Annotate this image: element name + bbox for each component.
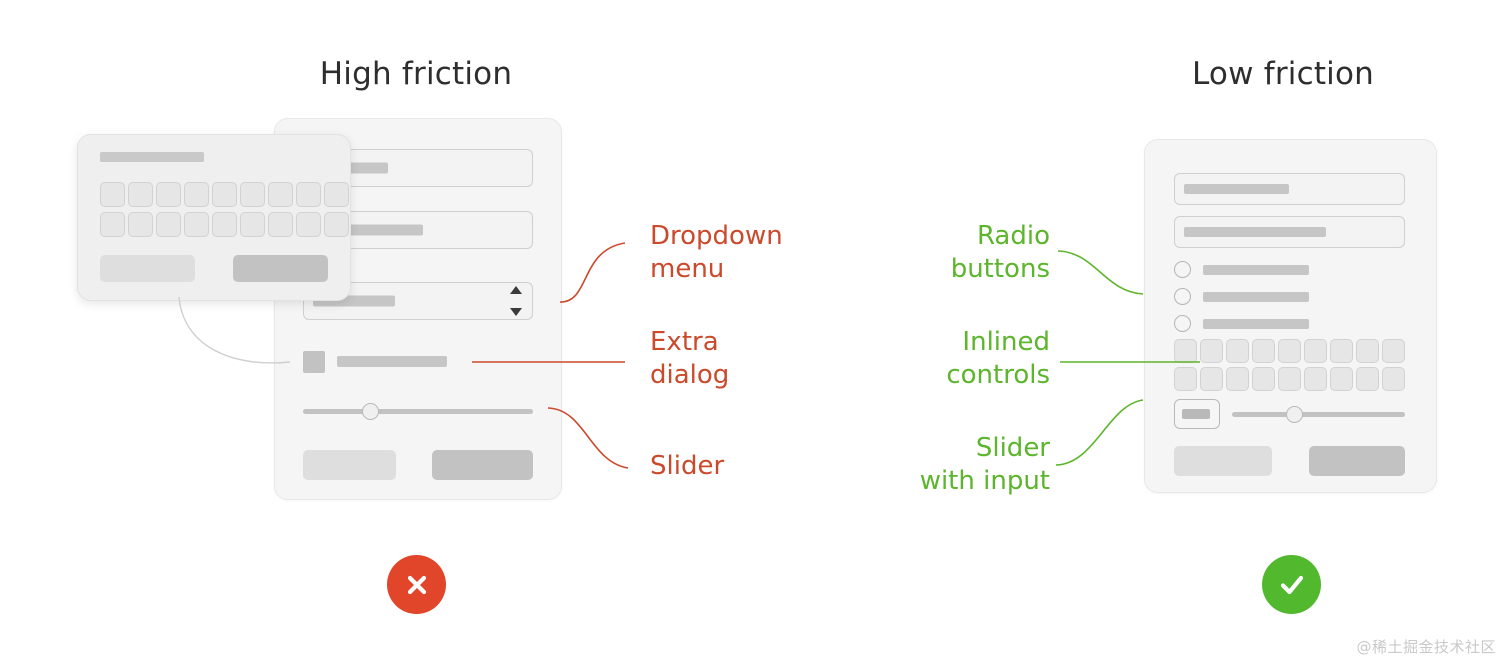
key-cell[interactable] xyxy=(296,212,321,237)
key-cell[interactable] xyxy=(1330,367,1353,391)
key-cell[interactable] xyxy=(1200,367,1223,391)
annotation-dropdown-menu: Dropdown menu xyxy=(650,221,783,284)
input-value-placeholder xyxy=(313,224,423,236)
key-cell[interactable] xyxy=(1382,367,1405,391)
slider-number-value xyxy=(1182,409,1210,419)
key-cell[interactable] xyxy=(1330,339,1353,363)
radio-label-2 xyxy=(1203,292,1309,302)
low-friction-mock-card xyxy=(1144,139,1437,493)
key-cell[interactable] xyxy=(1304,367,1327,391)
key-cell[interactable] xyxy=(1356,367,1379,391)
key-cell[interactable] xyxy=(212,212,237,237)
key-grid-row-2[interactable] xyxy=(100,212,349,237)
key-cell[interactable] xyxy=(1174,367,1197,391)
key-cell[interactable] xyxy=(268,212,293,237)
cross-icon xyxy=(407,575,426,594)
key-cell[interactable] xyxy=(1252,339,1275,363)
primary-button[interactable] xyxy=(432,450,533,480)
radio-label-1 xyxy=(1203,265,1309,275)
key-cell[interactable] xyxy=(324,212,349,237)
key-cell[interactable] xyxy=(324,182,349,207)
primary-button[interactable] xyxy=(1309,446,1405,476)
key-cell[interactable] xyxy=(1382,339,1405,363)
slider-knob[interactable] xyxy=(1286,406,1303,423)
verdict-badge-negative xyxy=(387,555,446,614)
radio-label-3 xyxy=(1203,319,1309,329)
key-cell[interactable] xyxy=(1226,339,1249,363)
key-cell[interactable] xyxy=(1174,339,1197,363)
key-cell[interactable] xyxy=(240,182,265,207)
key-cell[interactable] xyxy=(296,182,321,207)
key-cell[interactable] xyxy=(1356,339,1379,363)
check-icon xyxy=(1280,575,1303,594)
key-cell[interactable] xyxy=(1278,339,1301,363)
radio-button-3[interactable] xyxy=(1174,315,1191,332)
key-cell[interactable] xyxy=(1252,367,1275,391)
slider-track[interactable] xyxy=(303,409,533,414)
text-input-field-2[interactable] xyxy=(1174,216,1405,248)
annotation-slider: Slider xyxy=(650,451,725,481)
key-cell[interactable] xyxy=(1304,339,1327,363)
input-value-placeholder xyxy=(1184,227,1326,237)
checkbox-label xyxy=(337,356,447,367)
key-cell[interactable] xyxy=(184,212,209,237)
chevron-up-icon[interactable] xyxy=(509,286,522,294)
key-cell[interactable] xyxy=(1200,339,1223,363)
annotation-extra-dialog: Extra dialog xyxy=(650,327,730,390)
key-grid-row-1[interactable] xyxy=(100,182,349,207)
input-value-placeholder xyxy=(1184,184,1289,194)
key-cell[interactable] xyxy=(268,182,293,207)
key-cell[interactable] xyxy=(156,182,181,207)
dialog-title-bar xyxy=(100,152,204,162)
key-cell[interactable] xyxy=(128,182,153,207)
slider-number-input[interactable] xyxy=(1174,399,1220,429)
key-cell[interactable] xyxy=(100,212,125,237)
verdict-badge-positive xyxy=(1262,555,1321,614)
key-cell[interactable] xyxy=(184,182,209,207)
page-title-high-friction: High friction xyxy=(319,56,513,92)
slider-track[interactable] xyxy=(1232,412,1405,417)
radio-button-2[interactable] xyxy=(1174,288,1191,305)
key-cell[interactable] xyxy=(240,212,265,237)
key-cell[interactable] xyxy=(212,182,237,207)
key-cell[interactable] xyxy=(100,182,125,207)
checkbox-toggle[interactable] xyxy=(303,351,325,373)
extra-modal-dialog[interactable] xyxy=(77,134,351,301)
dialog-primary-button[interactable] xyxy=(233,255,328,282)
key-cell[interactable] xyxy=(1226,367,1249,391)
annotation-slider-with-input: Slider with input xyxy=(919,433,1050,496)
page-title-low-friction: Low friction xyxy=(1192,56,1374,92)
text-input-field-1[interactable] xyxy=(1174,173,1405,205)
key-cell[interactable] xyxy=(128,212,153,237)
key-cell[interactable] xyxy=(1278,367,1301,391)
spinner-arrows-icon[interactable] xyxy=(509,286,522,316)
slider-knob[interactable] xyxy=(362,403,379,420)
annotation-radio-buttons: Radio buttons xyxy=(950,221,1050,284)
secondary-button[interactable] xyxy=(1174,446,1272,476)
radio-button-1[interactable] xyxy=(1174,261,1191,278)
chevron-down-icon[interactable] xyxy=(509,308,522,316)
dropdown-value-placeholder xyxy=(313,295,395,307)
secondary-button[interactable] xyxy=(303,450,396,480)
inlined-key-grid-row-1[interactable] xyxy=(1174,339,1405,363)
watermark-text: @稀土掘金技术社区 xyxy=(1356,638,1496,656)
annotation-inlined-controls: Inlined controls xyxy=(946,327,1050,390)
key-cell[interactable] xyxy=(156,212,181,237)
dialog-secondary-button[interactable] xyxy=(100,255,195,282)
inlined-key-grid-row-2[interactable] xyxy=(1174,367,1405,391)
